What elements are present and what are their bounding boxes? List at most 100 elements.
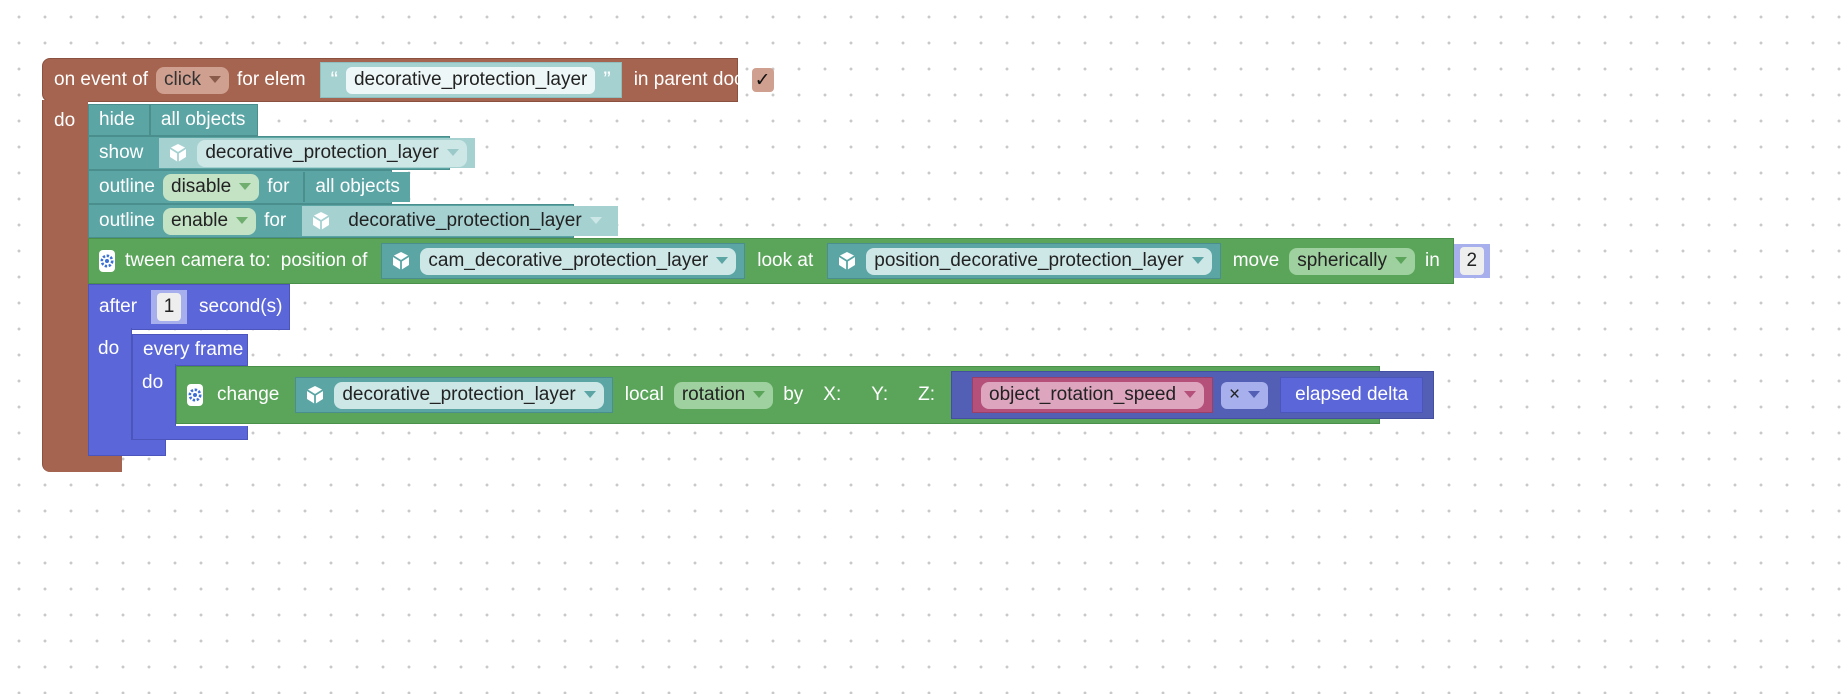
chevron-down-icon — [236, 217, 249, 224]
outline-mode-dropdown[interactable]: enable — [163, 207, 257, 235]
outline-for-label: for — [267, 176, 290, 197]
duration-block[interactable]: 2 — [1453, 244, 1490, 278]
sec-label: sec — [1499, 250, 1530, 271]
chevron-down-icon — [446, 149, 459, 156]
event-type-dropdown[interactable]: click — [156, 66, 229, 94]
for-elem-label: for elem — [236, 69, 306, 90]
chevron-down-icon — [1184, 391, 1197, 398]
delay-field[interactable]: 1 — [157, 293, 182, 321]
cube-icon — [310, 210, 332, 232]
change-target-dropdown[interactable]: decorative_protection_layer — [334, 381, 604, 409]
outline-mode-value: disable — [171, 175, 232, 197]
in-parent-doc-label: in parent doc — [633, 69, 744, 90]
event-do-label: do — [54, 110, 76, 131]
chevron-down-icon — [583, 391, 596, 398]
by-label: by — [783, 384, 804, 405]
change-target-block[interactable]: decorative_protection_layer — [295, 377, 613, 413]
elem-string-field[interactable]: decorative_protection_layer — [345, 66, 596, 94]
variable-block[interactable]: object_rotation_speed — [972, 377, 1214, 413]
event-block-footer — [42, 456, 122, 472]
after-block-spine — [88, 328, 132, 454]
quote-open-icon: “ — [330, 67, 338, 92]
look-target-block[interactable]: position_decorative_protection_layer — [827, 243, 1221, 279]
outline-target-dropdown[interactable]: decorative_protection_layer — [340, 207, 610, 235]
every-frame-do-label: do — [142, 372, 164, 393]
variable-value: object_rotation_speed — [989, 383, 1177, 405]
cube-icon — [304, 384, 326, 406]
seconds-label: second(s) — [199, 296, 283, 317]
event-header-row: on event of click for elem “ decorative_… — [54, 62, 774, 98]
look-at-label: look at — [757, 250, 814, 271]
z-label: Z: — [918, 384, 936, 405]
after-block-footer — [88, 440, 166, 456]
move-mode-dropdown[interactable]: spherically — [1289, 247, 1415, 275]
chevron-down-icon — [239, 183, 252, 190]
after-label: after — [99, 296, 138, 317]
local-label: local — [624, 384, 664, 405]
outline-mode-dropdown[interactable]: disable — [163, 173, 260, 201]
gear-icon[interactable] — [99, 250, 115, 272]
every-frame-block[interactable]: every frame — [132, 334, 248, 366]
outline-target-value: decorative_protection_layer — [348, 209, 582, 231]
outline-target-block[interactable]: all objects — [303, 172, 410, 202]
chevron-down-icon — [208, 76, 221, 83]
show-target-value: decorative_protection_layer — [205, 141, 439, 163]
change-target-value: decorative_protection_layer — [342, 383, 576, 405]
outline-label: outline — [99, 210, 155, 231]
outline-mode-value: enable — [171, 209, 229, 231]
position-target-value: cam_decorative_protection_layer — [428, 249, 709, 271]
look-target-dropdown[interactable]: position_decorative_protection_layer — [866, 247, 1212, 275]
show-label: show — [99, 142, 144, 163]
cube-icon — [390, 250, 412, 272]
move-label: move — [1232, 250, 1280, 271]
quote-close-icon: ” — [603, 67, 611, 92]
variable-dropdown[interactable]: object_rotation_speed — [981, 381, 1205, 409]
change-label: change — [217, 384, 280, 405]
cube-icon — [836, 250, 858, 272]
elem-string-block[interactable]: “ decorative_protection_layer ” — [319, 62, 622, 98]
move-mode-value: spherically — [1297, 249, 1387, 271]
every-frame-footer — [132, 426, 248, 440]
operator-dropdown[interactable]: × — [1221, 381, 1269, 409]
position-of-label: position of — [280, 250, 368, 271]
show-target-dropdown[interactable]: decorative_protection_layer — [197, 139, 467, 167]
show-target-block[interactable]: decorative_protection_layer — [159, 138, 475, 168]
hide-label: hide — [99, 109, 135, 130]
cube-icon — [167, 142, 189, 164]
outline-disable-block[interactable]: outline disable for all objects — [88, 170, 410, 204]
chevron-down-icon — [753, 391, 766, 398]
change-block[interactable]: change decorative_protection_layer local… — [176, 366, 1435, 424]
outline-label: outline — [99, 176, 155, 197]
tween-camera-block[interactable]: tween camera to: position of cam_decorat… — [88, 238, 1529, 284]
in-label: in — [1424, 250, 1440, 271]
position-target-dropdown[interactable]: cam_decorative_protection_layer — [420, 247, 737, 275]
gear-icon[interactable] — [187, 384, 203, 406]
tween-label: tween camera to: — [125, 250, 271, 271]
event-block-spine — [42, 100, 88, 462]
math-expression-block[interactable]: object_rotation_speed × elapsed delta — [951, 371, 1435, 419]
operator-value: × — [1229, 383, 1241, 405]
after-block[interactable]: after 1 second(s) — [88, 284, 290, 330]
in-parent-checkbox[interactable]: ✓ — [751, 68, 774, 92]
outline-for-label: for — [264, 210, 287, 231]
chevron-down-icon — [1394, 257, 1407, 264]
after-do-label: do — [98, 338, 120, 359]
position-target-block[interactable]: cam_decorative_protection_layer — [381, 243, 746, 279]
operand-block[interactable]: elapsed delta — [1280, 377, 1424, 413]
on-event-label: on event of — [54, 69, 149, 90]
property-value: rotation — [681, 383, 746, 405]
delay-block[interactable]: 1 — [151, 290, 188, 324]
hide-block[interactable]: hide all objects — [88, 104, 258, 136]
show-block[interactable]: show decorative_protection_layer — [88, 136, 475, 170]
y-label: Y: — [871, 384, 889, 405]
property-dropdown[interactable]: rotation — [673, 381, 774, 409]
chevron-down-icon — [1191, 257, 1204, 264]
chevron-down-icon — [589, 217, 602, 224]
outline-enable-block[interactable]: outline enable for decorative_protection… — [88, 204, 618, 238]
duration-field[interactable]: 2 — [1459, 247, 1484, 275]
hide-target-block[interactable]: all objects — [148, 105, 256, 135]
chevron-down-icon — [1248, 391, 1261, 398]
outline-target-block[interactable]: decorative_protection_layer — [302, 206, 618, 236]
event-type-value: click — [164, 68, 201, 90]
chevron-down-icon — [716, 257, 729, 264]
